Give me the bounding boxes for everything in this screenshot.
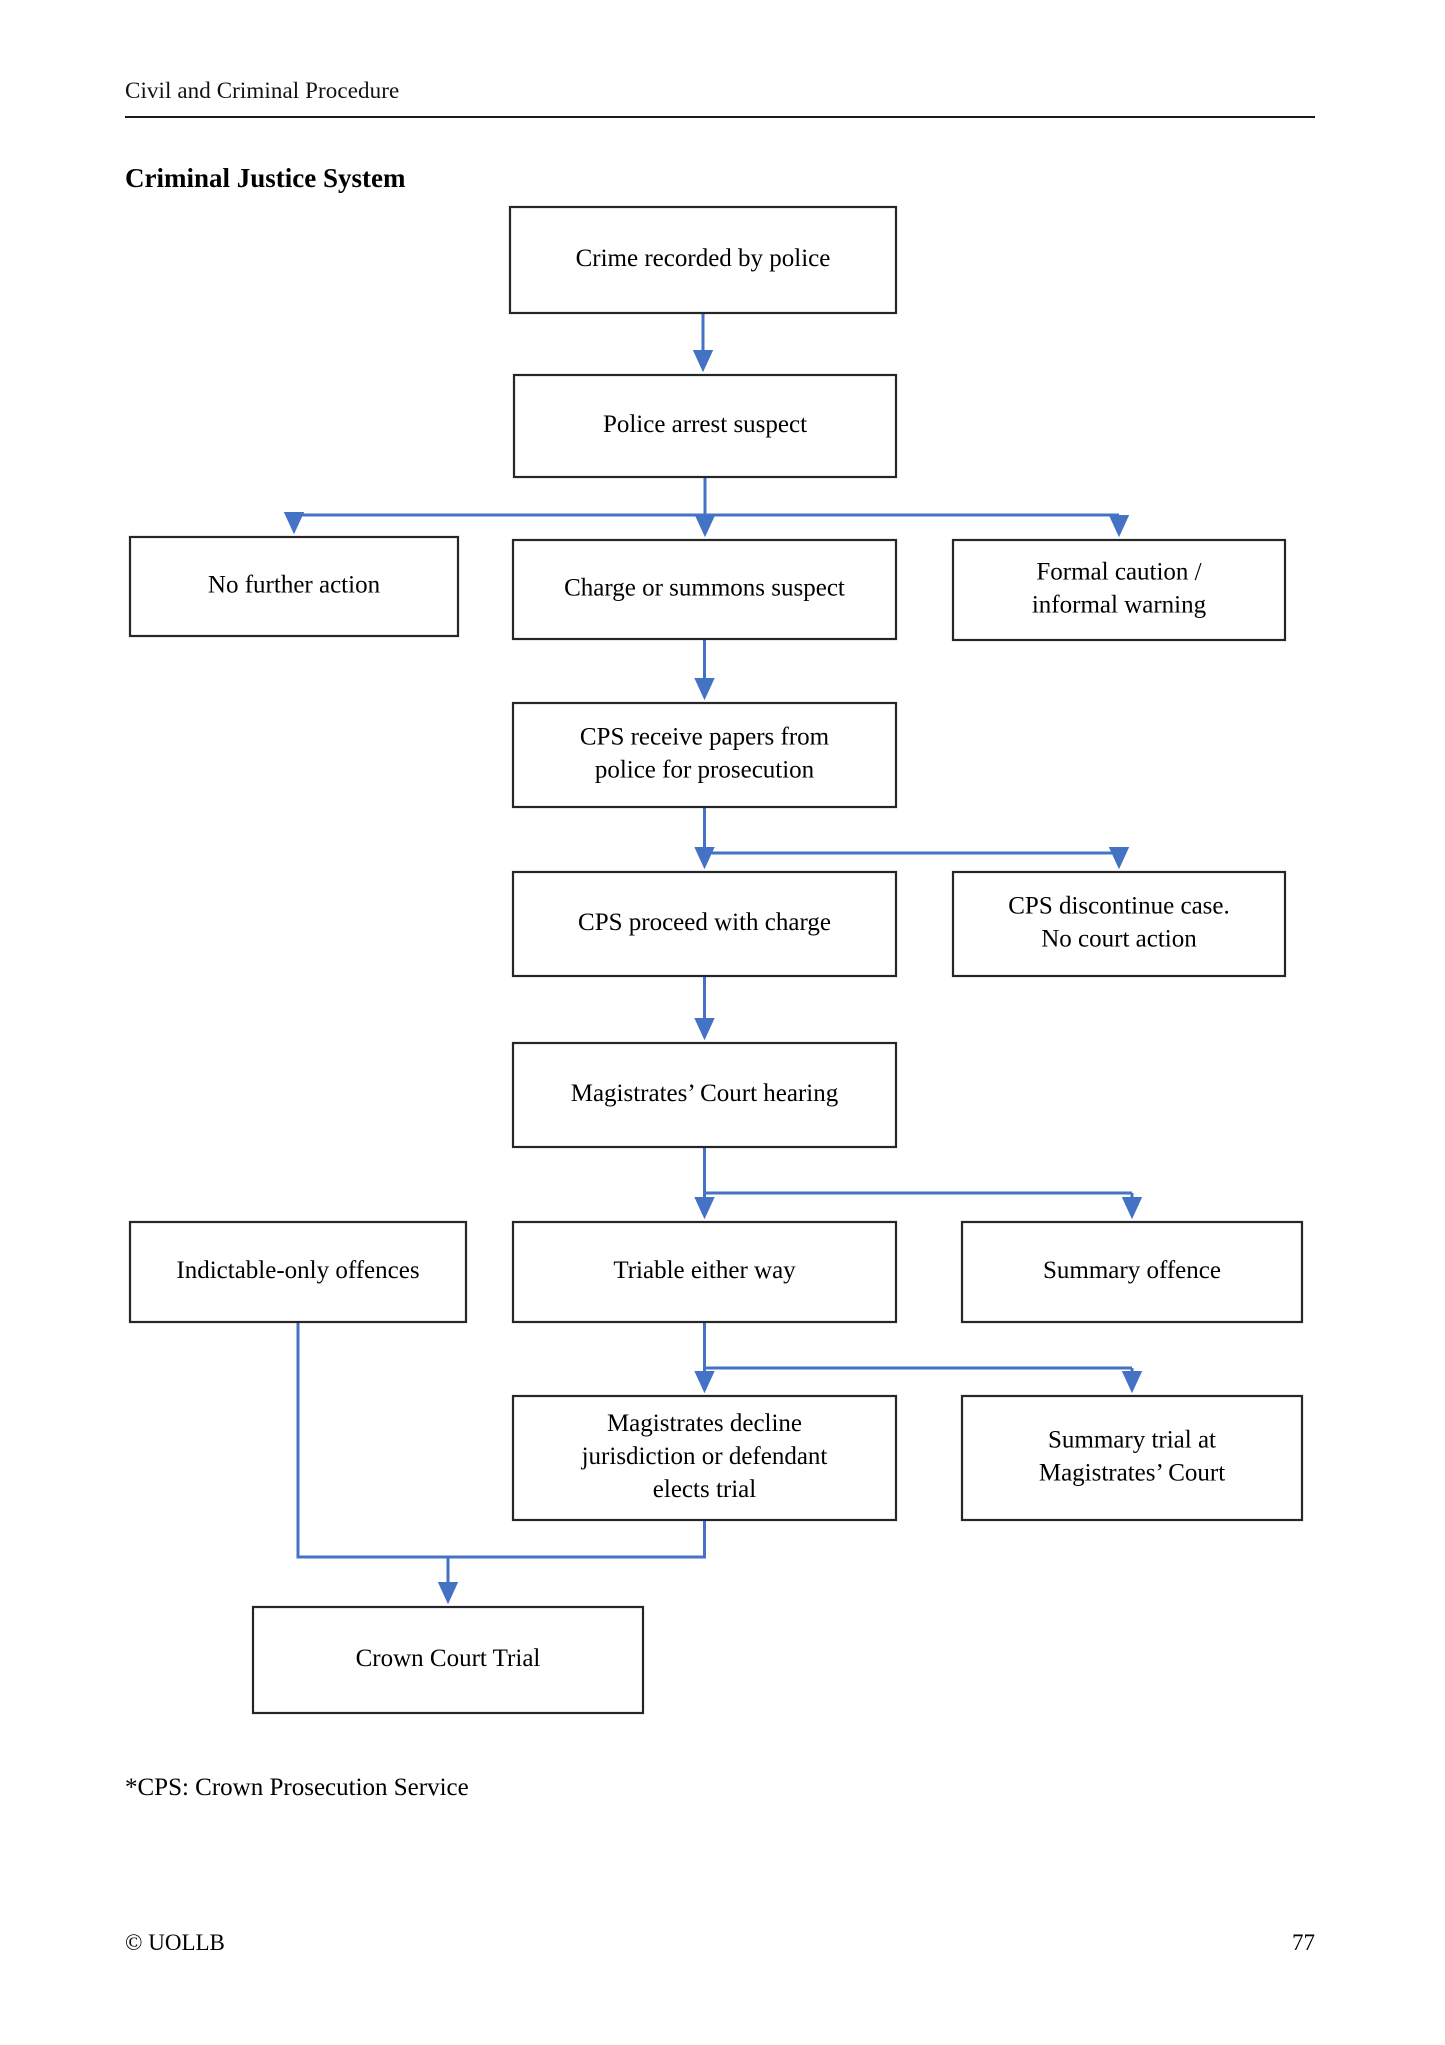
flow-node-label: Crime recorded by police [576,245,831,272]
flow-node-label: Summary offence [1043,1257,1221,1284]
flow-node-triable-either-way: Triable either way [511,1220,898,1324]
flow-node-label: Indictable-only offences [176,1257,419,1284]
flow-node-crime-recorded: Crime recorded by police [508,205,898,315]
flow-node-label: Formal caution /informal warning [1032,558,1207,618]
flow-node-label: Triable either way [613,1257,796,1284]
flowchart-connectors [283,313,1143,1605]
flow-node-cps-proceed: CPS proceed with charge [511,870,898,978]
header-rule [125,116,1315,118]
flow-node-label: Crown Court Trial [356,1645,541,1672]
flow-node-charge-or-summons: Charge or summons suspect [511,538,898,641]
flow-node-label: CPS proceed with charge [578,909,831,936]
connector-police-arrest-to-formal-caution-elbow [703,477,1119,517]
flow-node-crown-court-trial: Crown Court Trial [251,1605,645,1715]
connector-magistrates-decline-to-crown-court-trial-elbow [448,1520,706,1559]
footnote-cps: *CPS: Crown Prosecution Service [125,1774,469,1801]
flow-node-label: Magistrates’ Court hearing [571,1080,839,1107]
connector-triable-either-way-to-summary-trial-elbow [703,1322,1132,1370]
flow-node-police-arrest: Police arrest suspect [512,373,898,479]
running-head: Civil and Criminal Procedure [125,78,400,103]
connector-police-arrest-to-no-further-action-elbow [294,477,707,517]
flow-node-summary-offence: Summary offence [960,1220,1304,1324]
flow-node-no-further-action: No further action [128,535,460,638]
footer-copyright: © UOLLB [125,1930,225,1955]
flow-node-label: No further action [208,571,381,598]
footer-page-number: 77 [1292,1930,1315,1955]
page-title: Criminal Justice System [125,163,406,194]
connector-indictable-only-to-crown-court-trial-elbow [296,1322,448,1559]
flow-node-formal-caution: Formal caution /informal warning [951,538,1287,642]
connector-cps-receive-papers-to-cps-discontinue-elbow [703,807,1119,855]
flow-node-cps-discontinue: CPS discontinue case.No court action [951,870,1287,978]
flow-node-magistrates-hearing: Magistrates’ Court hearing [511,1041,898,1149]
flow-node-label: CPS discontinue case.No court action [1008,892,1230,952]
flow-node-label: Charge or summons suspect [564,574,845,601]
flow-node-indictable-only: Indictable-only offences [128,1220,468,1324]
flow-node-label: Police arrest suspect [603,411,807,438]
connector-magistrates-hearing-to-summary-offence-elbow [703,1147,1132,1195]
